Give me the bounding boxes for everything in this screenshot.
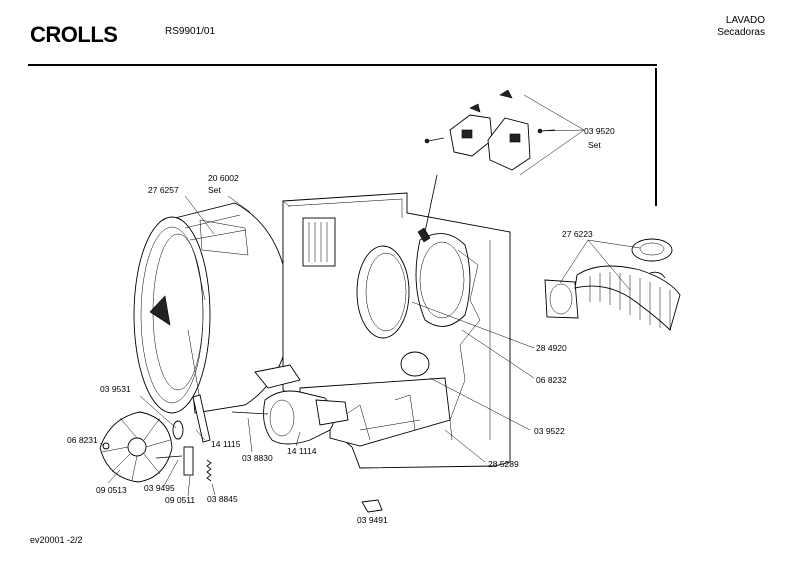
vertical-divider <box>655 68 657 206</box>
label-090513: 09 0513 <box>96 485 127 495</box>
label-039531: 03 9531 <box>100 384 131 394</box>
category-subtitle: Secadoras <box>717 27 765 38</box>
label-206002-set: Set <box>208 185 221 195</box>
drum-assembly <box>133 202 291 443</box>
label-038845: 03 8845 <box>207 494 238 504</box>
label-206002: 20 6002 <box>208 173 239 183</box>
label-039522: 03 9522 <box>534 426 565 436</box>
label-068231: 06 8231 <box>67 435 98 445</box>
label-039520: 03 9520 <box>584 126 615 136</box>
leader-lines <box>99 94 641 497</box>
label-276257: 27 6257 <box>148 185 179 195</box>
header-divider <box>28 64 657 66</box>
exhaust-hose <box>544 238 681 331</box>
category-title: LAVADO <box>725 15 765 26</box>
label-141114: 14 1114 <box>287 446 317 456</box>
label-276223: 27 6223 <box>562 229 593 239</box>
label-039520-set: Set <box>588 140 601 150</box>
label-068232: 06 8232 <box>536 375 567 385</box>
part-labels: 03 9520 Set 27 6257 20 6002 Set 27 6223 … <box>67 126 615 525</box>
label-284920: 28 4920 <box>536 343 567 353</box>
motor-assembly <box>99 390 383 513</box>
label-039495: 03 9495 <box>144 483 175 493</box>
brand-logo: CROLLS <box>30 22 118 47</box>
label-090511: 09 0511 <box>165 495 195 505</box>
label-285289: 28 5289 <box>488 459 519 469</box>
footer-code: ev20001 -2/2 <box>30 535 83 545</box>
label-141115: 14 1115 <box>211 439 241 449</box>
bracket-set <box>424 89 556 233</box>
label-039491: 03 9491 <box>357 515 388 525</box>
label-038830: 03 8830 <box>242 453 273 463</box>
model-number: RS9901/01 <box>165 26 216 37</box>
